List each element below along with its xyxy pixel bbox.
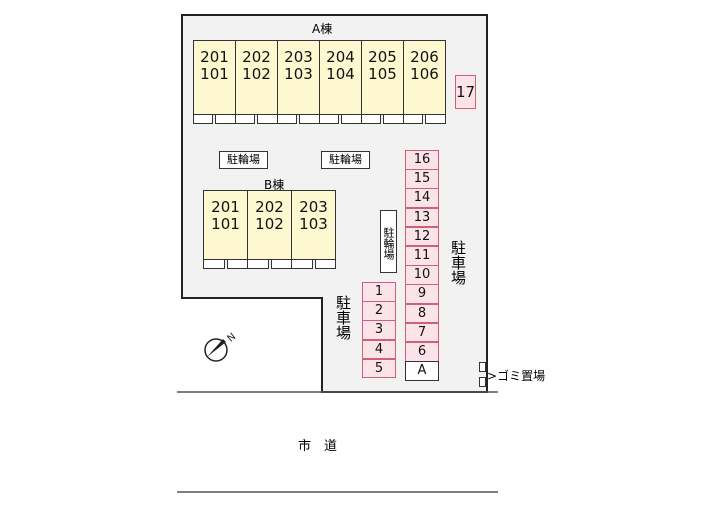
parking-space: 1	[362, 282, 396, 302]
parking-space: 7	[405, 322, 439, 343]
unit-upper-number: 202	[242, 48, 271, 66]
unit-step	[315, 259, 336, 269]
unit-step	[227, 259, 248, 269]
unit-upper-number: 201	[211, 198, 240, 216]
unit-step	[215, 114, 236, 124]
parking-space: A	[405, 361, 439, 381]
road-label: 市 道	[298, 439, 338, 454]
parking-label: 駐車場	[449, 240, 467, 285]
unit-lower-number: 105	[368, 65, 397, 83]
bike-parking-label: 駐輪場	[219, 151, 268, 169]
garbage-area-label: >ゴミ置場	[487, 367, 545, 384]
parking-space: 4	[362, 339, 396, 360]
unit-lower-number: 104	[326, 65, 355, 83]
parking-space: 13	[405, 207, 439, 228]
parking-space: 16	[405, 150, 439, 170]
unit-step	[203, 259, 225, 269]
unit-lower-number: 103	[299, 215, 328, 233]
unit-step	[361, 114, 381, 124]
unit-upper-number: 205	[368, 48, 397, 66]
parking-space: 5	[362, 358, 396, 379]
unit-step	[193, 114, 213, 124]
unit-lower-number: 101	[200, 65, 229, 83]
garbage-box	[479, 362, 486, 372]
unit-step	[235, 114, 255, 124]
unit-step	[291, 259, 313, 269]
unit-lower-number: 102	[242, 65, 271, 83]
bike-parking-label: 駐輪場	[321, 151, 370, 169]
unit-upper-number: 206	[410, 48, 439, 66]
parking-space: 2	[362, 301, 396, 321]
unit-step	[277, 114, 297, 124]
unit-upper-number: 202	[255, 198, 284, 216]
parking-space: 14	[405, 188, 439, 208]
parking-space: 12	[405, 226, 439, 247]
unit-lower-number: 102	[255, 215, 284, 233]
unit-lower-number: 106	[410, 65, 439, 83]
unit-step	[341, 114, 362, 124]
unit-step	[319, 114, 339, 124]
unit-step	[403, 114, 423, 124]
parking-space: 15	[405, 169, 439, 189]
parking-space: 6	[405, 342, 439, 362]
building-b-label: B棟	[264, 178, 285, 192]
unit-upper-number: 201	[200, 48, 229, 66]
parking-space: 11	[405, 246, 439, 266]
parking-space: 8	[405, 303, 439, 324]
parking-space-17: 17	[455, 75, 476, 109]
building-a-label: A棟	[312, 22, 333, 36]
compass-north-label: N	[225, 331, 238, 344]
unit-lower-number: 101	[211, 215, 240, 233]
unit-step	[257, 114, 278, 124]
unit-step	[383, 114, 404, 124]
bike-parking-label: 駐輪場	[380, 210, 397, 273]
unit-step	[299, 114, 320, 124]
arrow-icon: >	[487, 369, 498, 383]
parking-space: 3	[362, 320, 396, 340]
unit-upper-number: 204	[326, 48, 355, 66]
unit-step	[425, 114, 446, 124]
unit-step	[271, 259, 292, 269]
parking-label: 駐車場	[334, 295, 352, 340]
unit-upper-number: 203	[299, 198, 328, 216]
compass-icon: N	[204, 331, 238, 362]
garbage-box	[479, 377, 486, 387]
parking-space: 9	[405, 284, 439, 304]
unit-upper-number: 203	[284, 48, 313, 66]
unit-lower-number: 103	[284, 65, 313, 83]
garbage-text: ゴミ置場	[497, 369, 546, 383]
parking-space: 10	[405, 265, 439, 285]
unit-step	[247, 259, 269, 269]
